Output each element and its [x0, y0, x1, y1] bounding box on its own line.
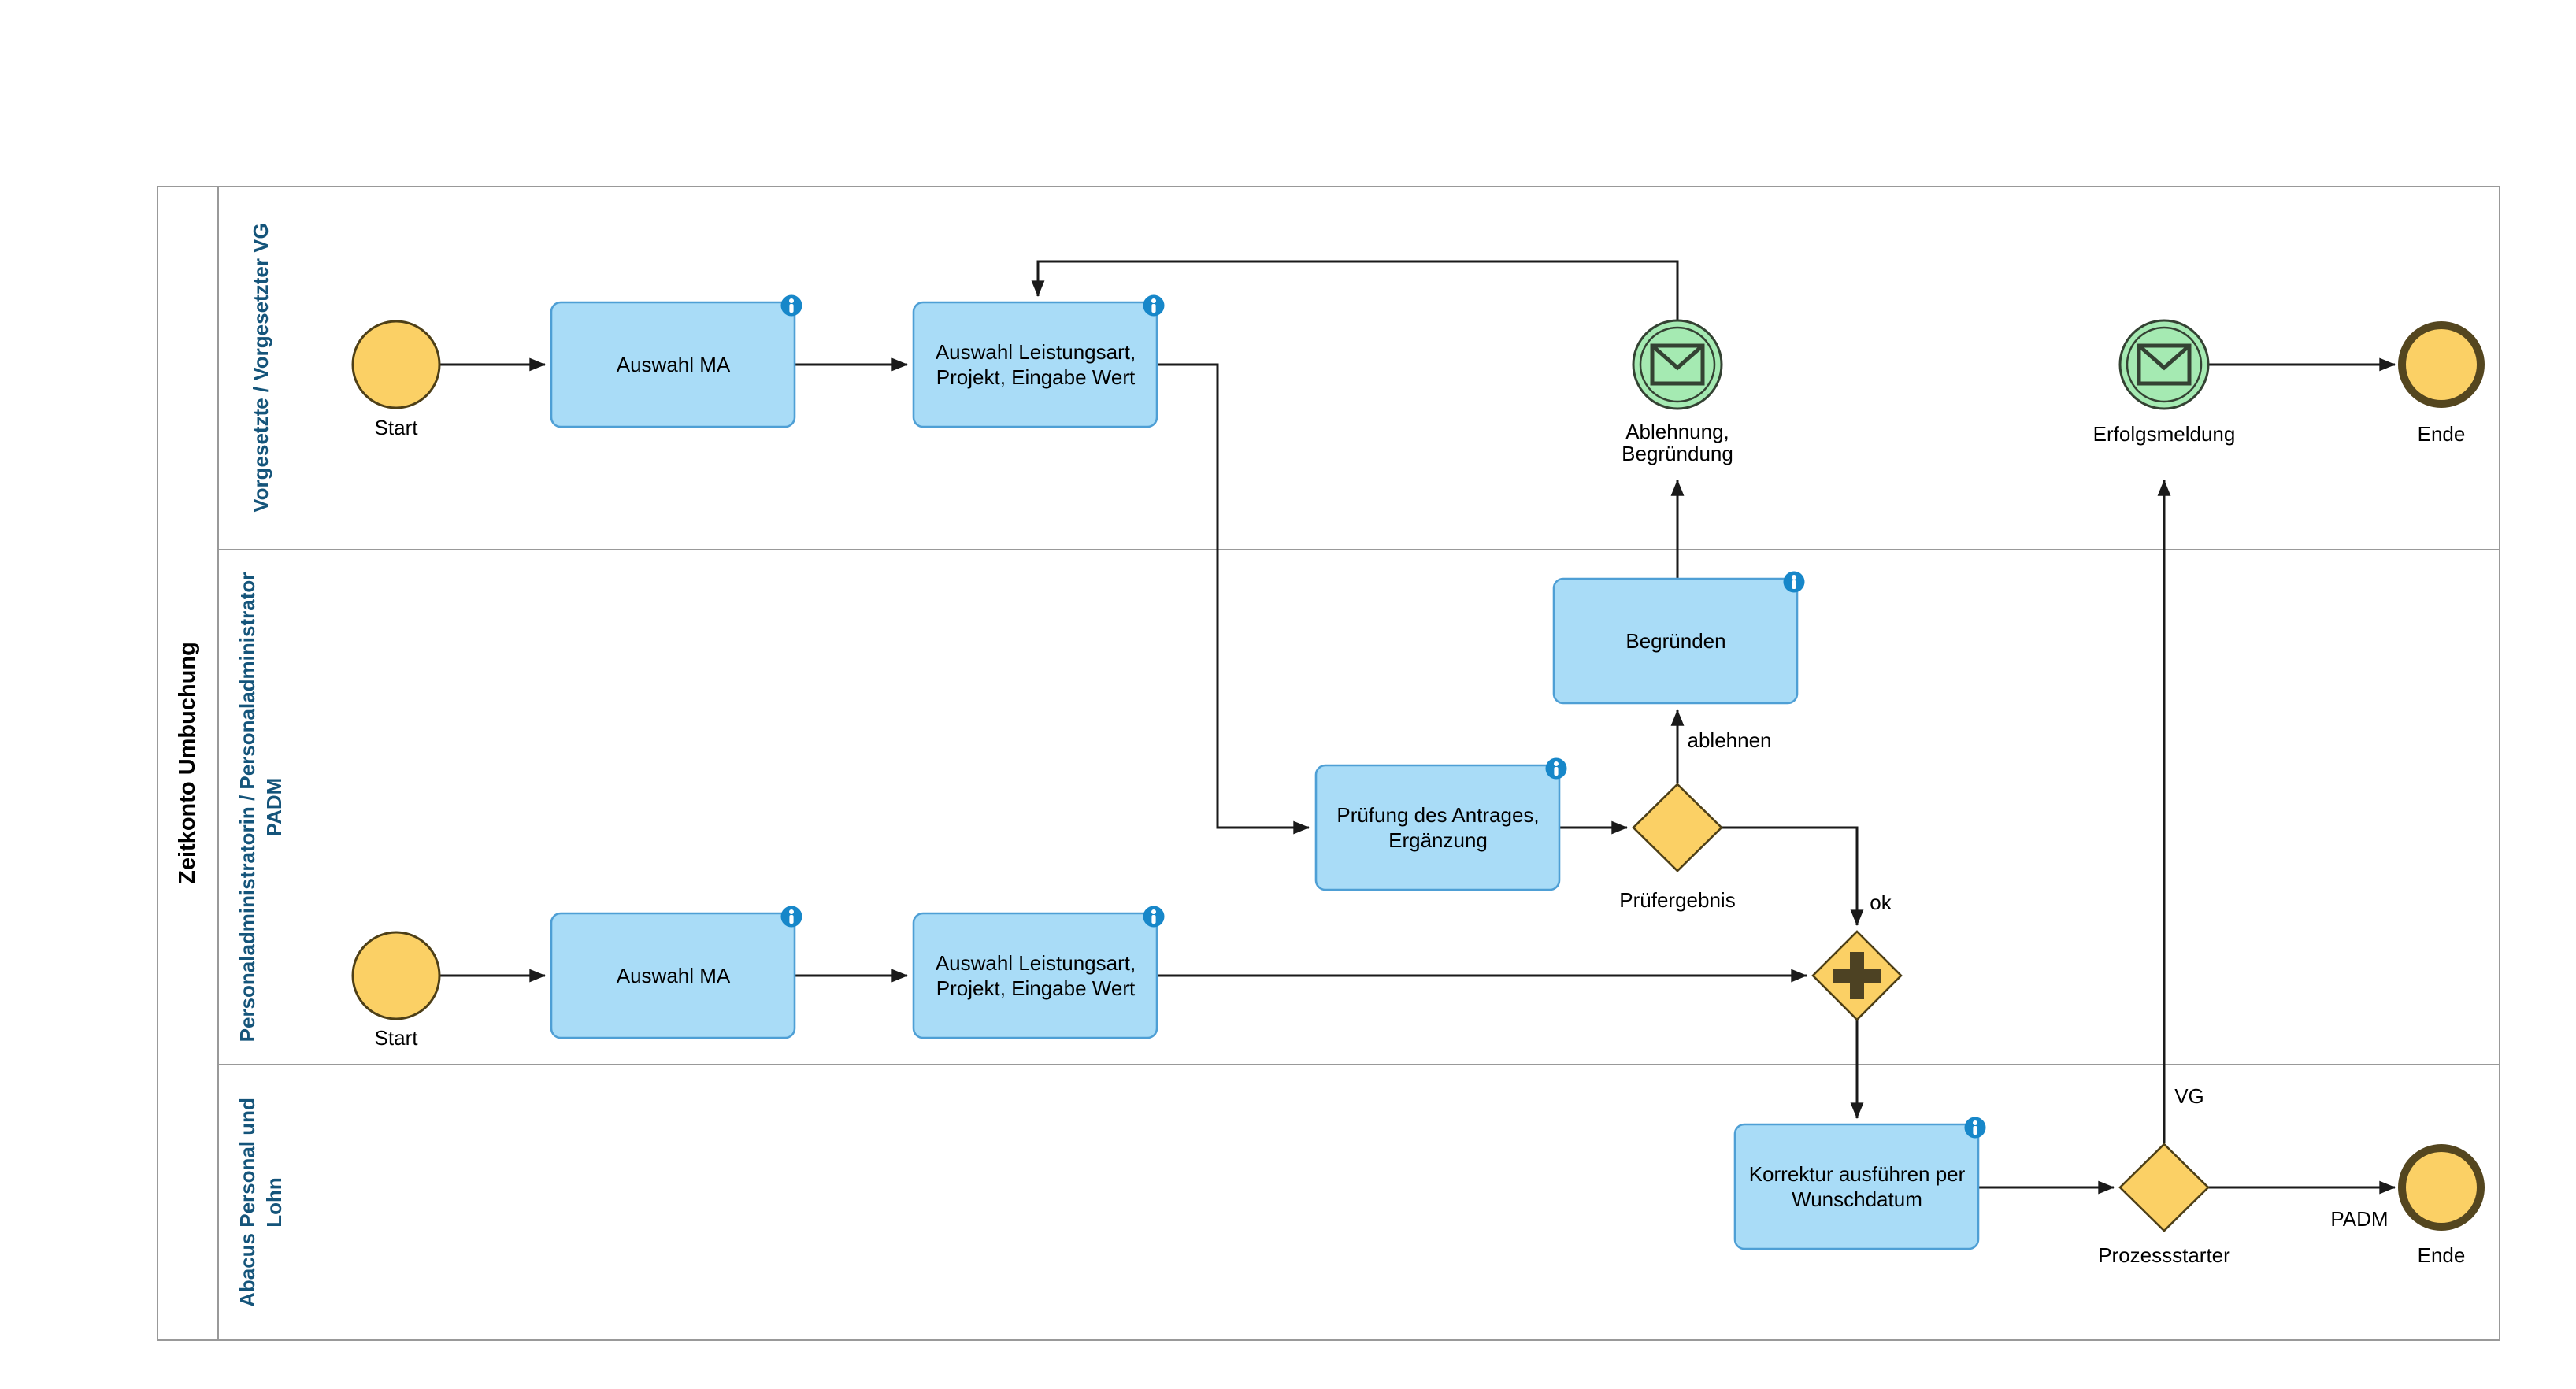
end-event-abacus[interactable] — [2398, 1144, 2485, 1231]
task-label-line: Ergänzung — [1388, 828, 1488, 852]
lane-title-line: PADM — [262, 777, 286, 837]
info-icon[interactable] — [1545, 757, 1567, 780]
plus-icon — [1833, 952, 1881, 999]
task-label: Begründen — [1625, 629, 1726, 653]
task-label: Prüfung des Antrages, Ergänzung — [1336, 802, 1539, 853]
task-label-line: Projekt, Eingabe Wert — [936, 976, 1136, 1000]
lane-title-line: Lohn — [262, 1177, 286, 1228]
flow-ablehnung-to-leistungsart-loop — [1031, 260, 1679, 320]
parallel-gateway[interactable] — [1811, 930, 1903, 1021]
flow-label-vg: VG — [2174, 1084, 2204, 1108]
event-label-line: Ablehnung, — [1625, 420, 1729, 443]
info-icon[interactable] — [1783, 571, 1805, 593]
end-event-vg[interactable] — [2398, 321, 2485, 408]
message-event-ablehnung[interactable] — [1632, 319, 1723, 410]
lane-title-vorgesetzte: Vorgesetzte / Vorgesetzter VG — [249, 223, 272, 513]
lane-title-padm: Personaladministratorin / Personaladmini… — [234, 572, 287, 1043]
task-label-line: Prüfung des Antrages, — [1336, 803, 1540, 827]
task-begruenden[interactable] — [1552, 577, 1799, 705]
start-event-vg[interactable] — [351, 320, 441, 409]
flow-gateway-ok-to-parallel — [1722, 826, 1864, 926]
task-leistungsart-padm[interactable] — [912, 912, 1158, 1039]
task-auswahl-ma-vg[interactable] — [550, 301, 796, 428]
task-label-line: Auswahl Leistungsart, — [935, 340, 1136, 364]
message-event-erfolgsmeldung[interactable] — [2118, 319, 2210, 410]
event-label-start-vg: Start — [374, 416, 418, 439]
task-label: Auswahl MA — [616, 353, 731, 376]
flow-label-ok: ok — [1870, 891, 1892, 914]
lane-title-line: Personaladministratorin / Personaladmini… — [235, 572, 259, 1043]
lane-title-line: Abacus Personal und — [235, 1098, 259, 1307]
event-label-line: Begründung — [1622, 442, 1733, 465]
info-icon[interactable] — [780, 906, 802, 928]
event-label-ende-abacus: Ende — [2417, 1243, 2466, 1267]
task-label-line: Wunschdatum — [1792, 1187, 1922, 1211]
info-icon[interactable] — [1143, 906, 1165, 928]
task-label: Auswahl Leistungsart, Projekt, Eingabe W… — [936, 950, 1136, 1001]
gateway-label-prozessstarter: Prozessstarter — [2098, 1243, 2230, 1267]
task-label-line: Korrektur ausführen per — [1748, 1162, 1966, 1186]
task-label: Auswahl Leistungsart, Projekt, Eingabe W… — [936, 339, 1136, 390]
envelope-icon — [2137, 343, 2192, 386]
flow-label-ablehnen: ablehnen — [1687, 728, 1772, 752]
info-icon[interactable] — [1964, 1117, 1986, 1139]
gateway-label-pruefergebnis: Prüfergebnis — [1619, 888, 1736, 912]
gateway-prozessstarter[interactable] — [2118, 1143, 2210, 1232]
event-label-erfolgsmeldung: Erfolgsmeldung — [2092, 422, 2236, 446]
info-icon[interactable] — [780, 294, 802, 317]
task-label: Auswahl MA — [616, 964, 731, 987]
event-label-start-padm: Start — [374, 1026, 418, 1050]
flow-label-padm: PADM — [2330, 1207, 2389, 1231]
event-label-ablehnung: Ablehnung, Begründung — [1622, 420, 1733, 465]
info-icon[interactable] — [1143, 294, 1165, 317]
pool-title: Zeitkonto Umbuchung — [175, 642, 200, 884]
task-leistungsart-vg[interactable] — [912, 301, 1158, 428]
task-korrektur[interactable] — [1733, 1123, 1980, 1250]
task-label: Korrektur ausführen per Wunschdatum — [1749, 1161, 1966, 1212]
flow-leistungsart-vg-to-pruefung — [1157, 363, 1310, 835]
gateway-pruefergebnis[interactable] — [1632, 783, 1723, 872]
task-label-line: Projekt, Eingabe Wert — [936, 365, 1136, 389]
event-label-ende-vg: Ende — [2417, 422, 2466, 446]
task-label-line: Auswahl Leistungsart, — [935, 951, 1136, 975]
task-auswahl-ma-padm[interactable] — [550, 912, 796, 1039]
pool-frame — [157, 186, 2500, 1341]
sequence-flows — [439, 260, 2396, 1195]
start-event-padm[interactable] — [351, 931, 441, 1020]
envelope-icon — [1650, 343, 1705, 386]
lane-title-abacus: Abacus Personal und Lohn — [234, 1098, 287, 1307]
task-pruefung[interactable] — [1314, 764, 1561, 891]
